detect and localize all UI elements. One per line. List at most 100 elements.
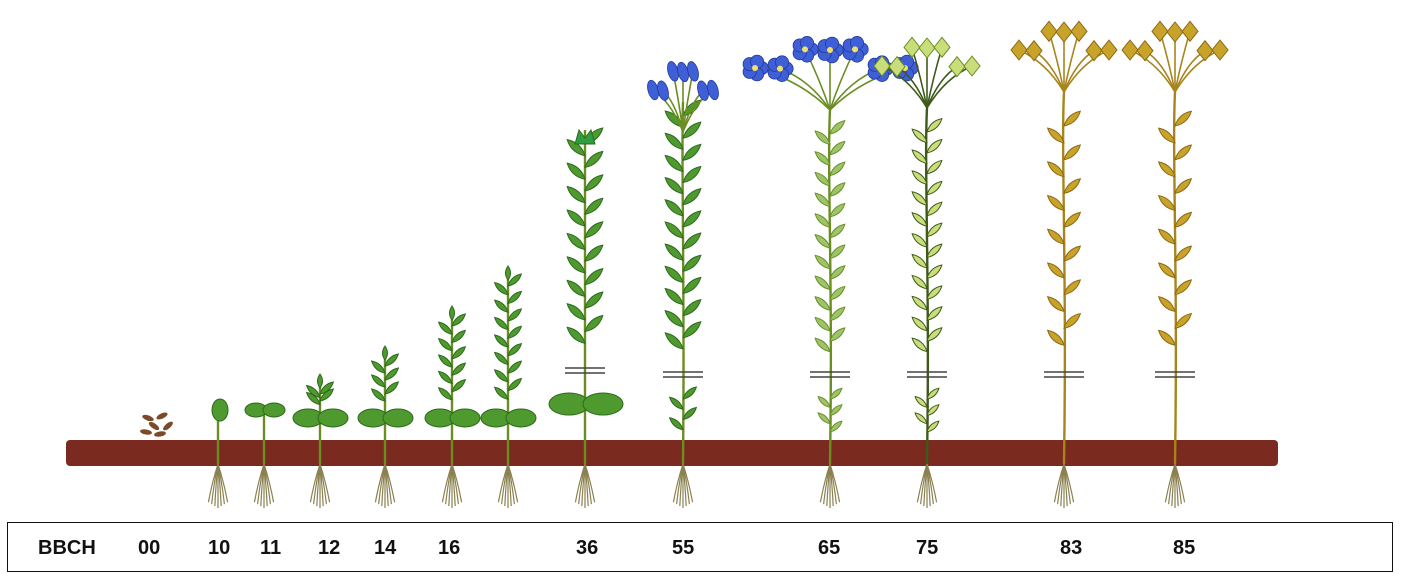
leaf bbox=[910, 294, 929, 312]
seed-capsule bbox=[1182, 21, 1198, 41]
leaf bbox=[925, 137, 944, 155]
bbch-code-36: 36 bbox=[576, 537, 598, 559]
flower-branch bbox=[1049, 31, 1064, 92]
leaf bbox=[1045, 294, 1066, 314]
seed-capsule bbox=[1167, 22, 1183, 42]
growth-stage-00 bbox=[140, 411, 175, 437]
leaf bbox=[681, 164, 704, 185]
leaf bbox=[1173, 176, 1194, 196]
leaf bbox=[1173, 109, 1194, 129]
flower-center bbox=[827, 47, 833, 53]
growth-stage-75 bbox=[874, 37, 980, 508]
seed bbox=[140, 428, 153, 435]
seed bbox=[155, 411, 168, 421]
cotyledon-leaf bbox=[450, 409, 480, 427]
leaf bbox=[910, 315, 929, 333]
flower-center bbox=[802, 46, 808, 52]
leaf bbox=[817, 395, 832, 409]
leaf bbox=[681, 142, 704, 163]
seed-capsule bbox=[1011, 40, 1027, 60]
seed-capsule bbox=[1137, 41, 1153, 61]
seed bbox=[141, 414, 154, 423]
leaf bbox=[1062, 109, 1083, 129]
cotyledon-leaf bbox=[212, 399, 228, 421]
seed-capsule bbox=[919, 38, 935, 58]
seed-capsule bbox=[1056, 22, 1072, 42]
seed bbox=[154, 430, 167, 437]
leaf bbox=[925, 158, 944, 176]
leaf bbox=[383, 346, 388, 360]
seed-capsule bbox=[904, 37, 920, 57]
leaf bbox=[828, 201, 847, 219]
flower-center bbox=[777, 66, 783, 72]
cotyledon-leaf bbox=[583, 393, 623, 415]
flower-branch bbox=[1160, 31, 1175, 92]
growth-stage-unlabeled bbox=[481, 266, 536, 508]
growth-stage-83 bbox=[1011, 21, 1117, 508]
bbch-code-10: 10 bbox=[208, 537, 230, 559]
leaf bbox=[1045, 261, 1066, 281]
bbch-code-83: 83 bbox=[1060, 537, 1082, 559]
seed bbox=[148, 420, 161, 431]
leaf bbox=[318, 374, 323, 388]
flower-center bbox=[752, 65, 758, 71]
cotyledon-leaf bbox=[318, 409, 348, 427]
bbch-code-14: 14 bbox=[374, 537, 396, 559]
seed-capsule bbox=[934, 37, 950, 57]
growth-stage-85 bbox=[1122, 21, 1228, 508]
leaf bbox=[663, 264, 686, 285]
bbch-label: BBCH bbox=[38, 537, 96, 559]
leaf bbox=[925, 200, 944, 218]
seed-capsule bbox=[1041, 21, 1057, 41]
growth-stage-14 bbox=[358, 346, 413, 508]
seed-capsule bbox=[1197, 41, 1213, 61]
leaf bbox=[817, 411, 832, 425]
leaf bbox=[663, 308, 686, 329]
leaf bbox=[813, 315, 832, 333]
cotyledon-leaf bbox=[506, 409, 536, 427]
cotyledon-leaf bbox=[383, 409, 413, 427]
leaf bbox=[506, 266, 511, 280]
leaf bbox=[925, 116, 944, 134]
leaf bbox=[1156, 294, 1177, 314]
seed-capsule bbox=[1122, 40, 1138, 60]
leaf bbox=[1062, 143, 1083, 163]
leaf bbox=[914, 395, 929, 409]
cotyledon-leaf bbox=[263, 403, 285, 417]
bbch-code-55: 55 bbox=[672, 537, 694, 559]
bbch-code-65: 65 bbox=[818, 537, 840, 559]
leaf bbox=[828, 160, 847, 178]
seed-capsule bbox=[1086, 41, 1102, 61]
leaf bbox=[681, 186, 704, 207]
leaf bbox=[663, 286, 686, 307]
bbch-code-75: 75 bbox=[916, 537, 938, 559]
leaf bbox=[1173, 143, 1194, 163]
flower-bud bbox=[656, 80, 671, 102]
leaf bbox=[828, 118, 847, 136]
seed-capsule bbox=[1212, 40, 1228, 60]
leaf bbox=[813, 295, 832, 313]
bbch-code-00: 00 bbox=[138, 537, 160, 559]
flower-branch bbox=[927, 47, 942, 108]
leaf bbox=[828, 181, 847, 199]
leaf bbox=[813, 336, 832, 354]
growth-stage-65 bbox=[743, 36, 918, 508]
leaf bbox=[1156, 261, 1177, 281]
flower-branch bbox=[912, 47, 927, 108]
bbch-code-16: 16 bbox=[438, 537, 460, 559]
seed bbox=[162, 420, 175, 432]
leaf bbox=[910, 336, 929, 354]
leaf bbox=[1045, 328, 1066, 348]
leaf bbox=[925, 179, 944, 197]
flower-branch bbox=[1175, 31, 1190, 92]
seed-capsule bbox=[1101, 40, 1117, 60]
leaf bbox=[663, 330, 686, 351]
leaf bbox=[914, 411, 929, 425]
leaf bbox=[450, 306, 455, 320]
leaf bbox=[1062, 176, 1083, 196]
seed-capsule bbox=[949, 57, 965, 77]
seed-capsule bbox=[1071, 21, 1087, 41]
seed-capsule bbox=[1026, 41, 1042, 61]
bbch-code-11: 11 bbox=[260, 537, 281, 559]
flower-branch bbox=[1064, 31, 1079, 92]
